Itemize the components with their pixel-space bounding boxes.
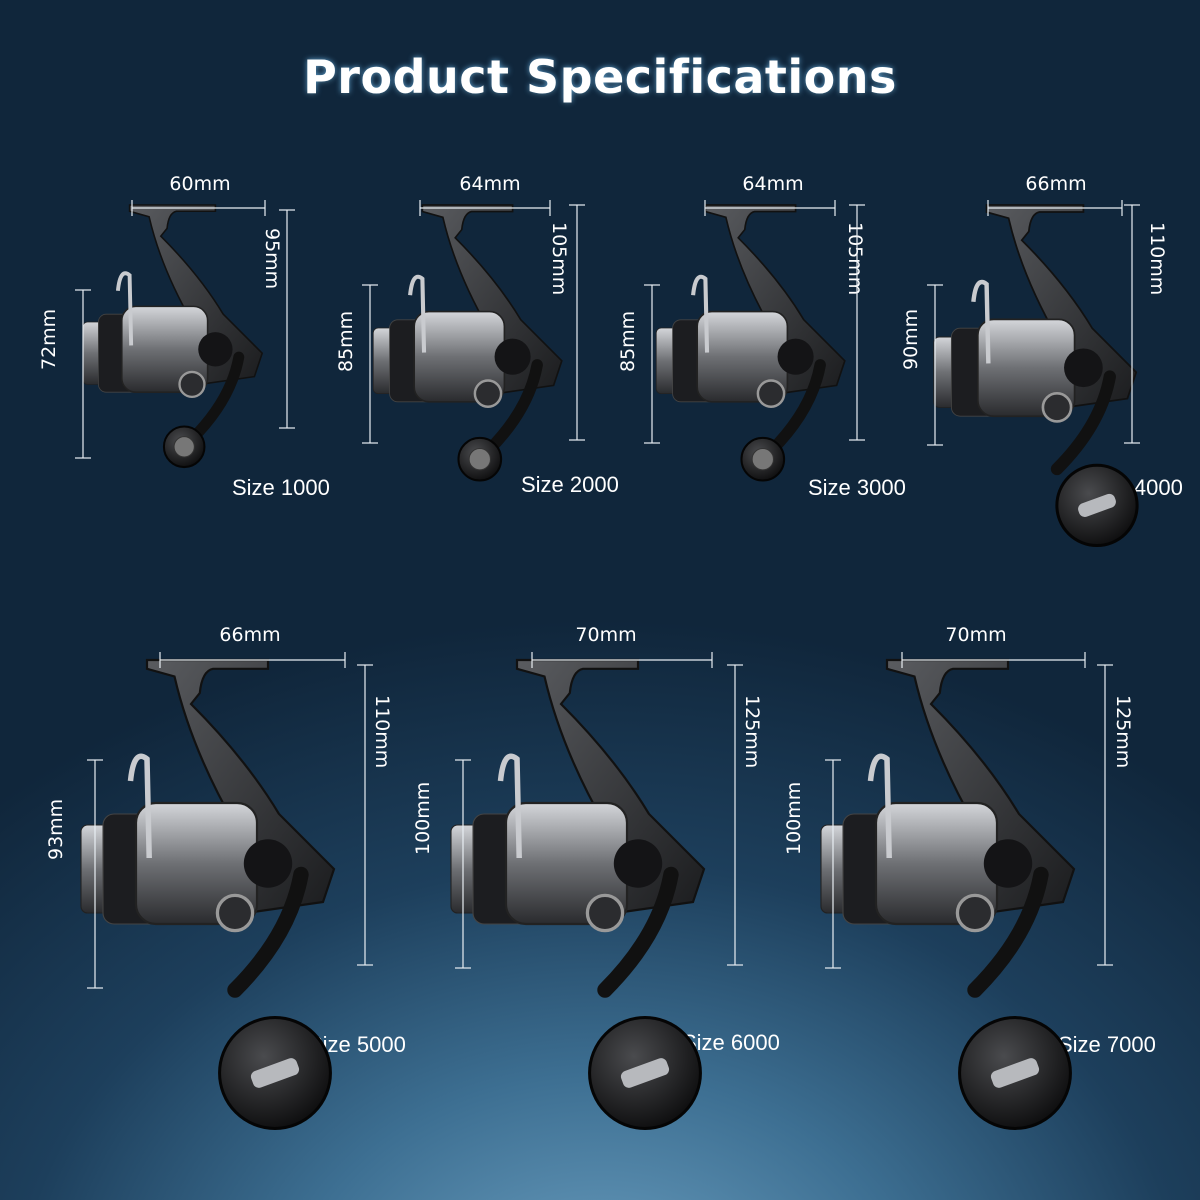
spool-height-dimension: 85mm — [617, 310, 639, 372]
size-label: Size 2000 — [521, 472, 619, 497]
knob-cap-icon — [990, 1058, 1040, 1088]
height-dimension: 105mm — [844, 222, 866, 296]
reel-illustration — [933, 204, 1138, 476]
size-label: Size 1000 — [232, 475, 330, 500]
reel-illustration — [82, 204, 264, 445]
knob-cap-icon — [250, 1058, 300, 1088]
height-dimension: 110mm — [1146, 222, 1168, 296]
width-dimension: 60mm — [169, 173, 231, 195]
width-dimension: 70mm — [575, 624, 637, 646]
width-dimension: 70mm — [945, 624, 1007, 646]
handle-knob-icon — [958, 1016, 1072, 1130]
width-dimension: 66mm — [219, 624, 281, 646]
handle-knob-icon — [740, 436, 786, 482]
size-label: Size 4000 — [1085, 475, 1183, 500]
knob-cap-icon — [620, 1058, 670, 1088]
width-dimension: 64mm — [459, 173, 521, 195]
height-dimension: 110mm — [371, 695, 393, 769]
width-dimension: 64mm — [742, 173, 804, 195]
height-dimension: 95mm — [261, 228, 283, 290]
reel-illustration — [80, 658, 336, 998]
spool-height-dimension: 85mm — [335, 310, 357, 372]
height-dimension: 105mm — [548, 222, 570, 296]
width-dimension: 66mm — [1025, 173, 1087, 195]
reel-illustration — [820, 658, 1076, 998]
size-label: Size 6000 — [682, 1030, 780, 1055]
height-dimension: 125mm — [741, 695, 763, 769]
height-dimension: 125mm — [1112, 695, 1134, 769]
size-label: Size 7000 — [1058, 1032, 1156, 1057]
knob-cap-icon — [468, 448, 491, 471]
spool-height-dimension: 100mm — [412, 781, 434, 855]
reel-illustration — [655, 204, 846, 457]
page-title: Product Specifications — [303, 50, 897, 104]
reel-illustration — [450, 658, 706, 998]
handle-knob-icon — [162, 425, 206, 469]
size-label: Size 3000 — [808, 475, 906, 500]
spool-height-dimension: 100mm — [783, 781, 805, 855]
spool-height-dimension: 72mm — [38, 308, 60, 370]
knob-cap-icon — [173, 436, 195, 458]
knob-cap-icon — [751, 448, 774, 471]
spool-height-dimension: 93mm — [45, 798, 67, 860]
size-label: Size 5000 — [308, 1032, 406, 1057]
spool-height-dimension: 90mm — [900, 308, 922, 370]
handle-knob-icon — [457, 436, 503, 482]
reel-illustration — [372, 204, 563, 457]
